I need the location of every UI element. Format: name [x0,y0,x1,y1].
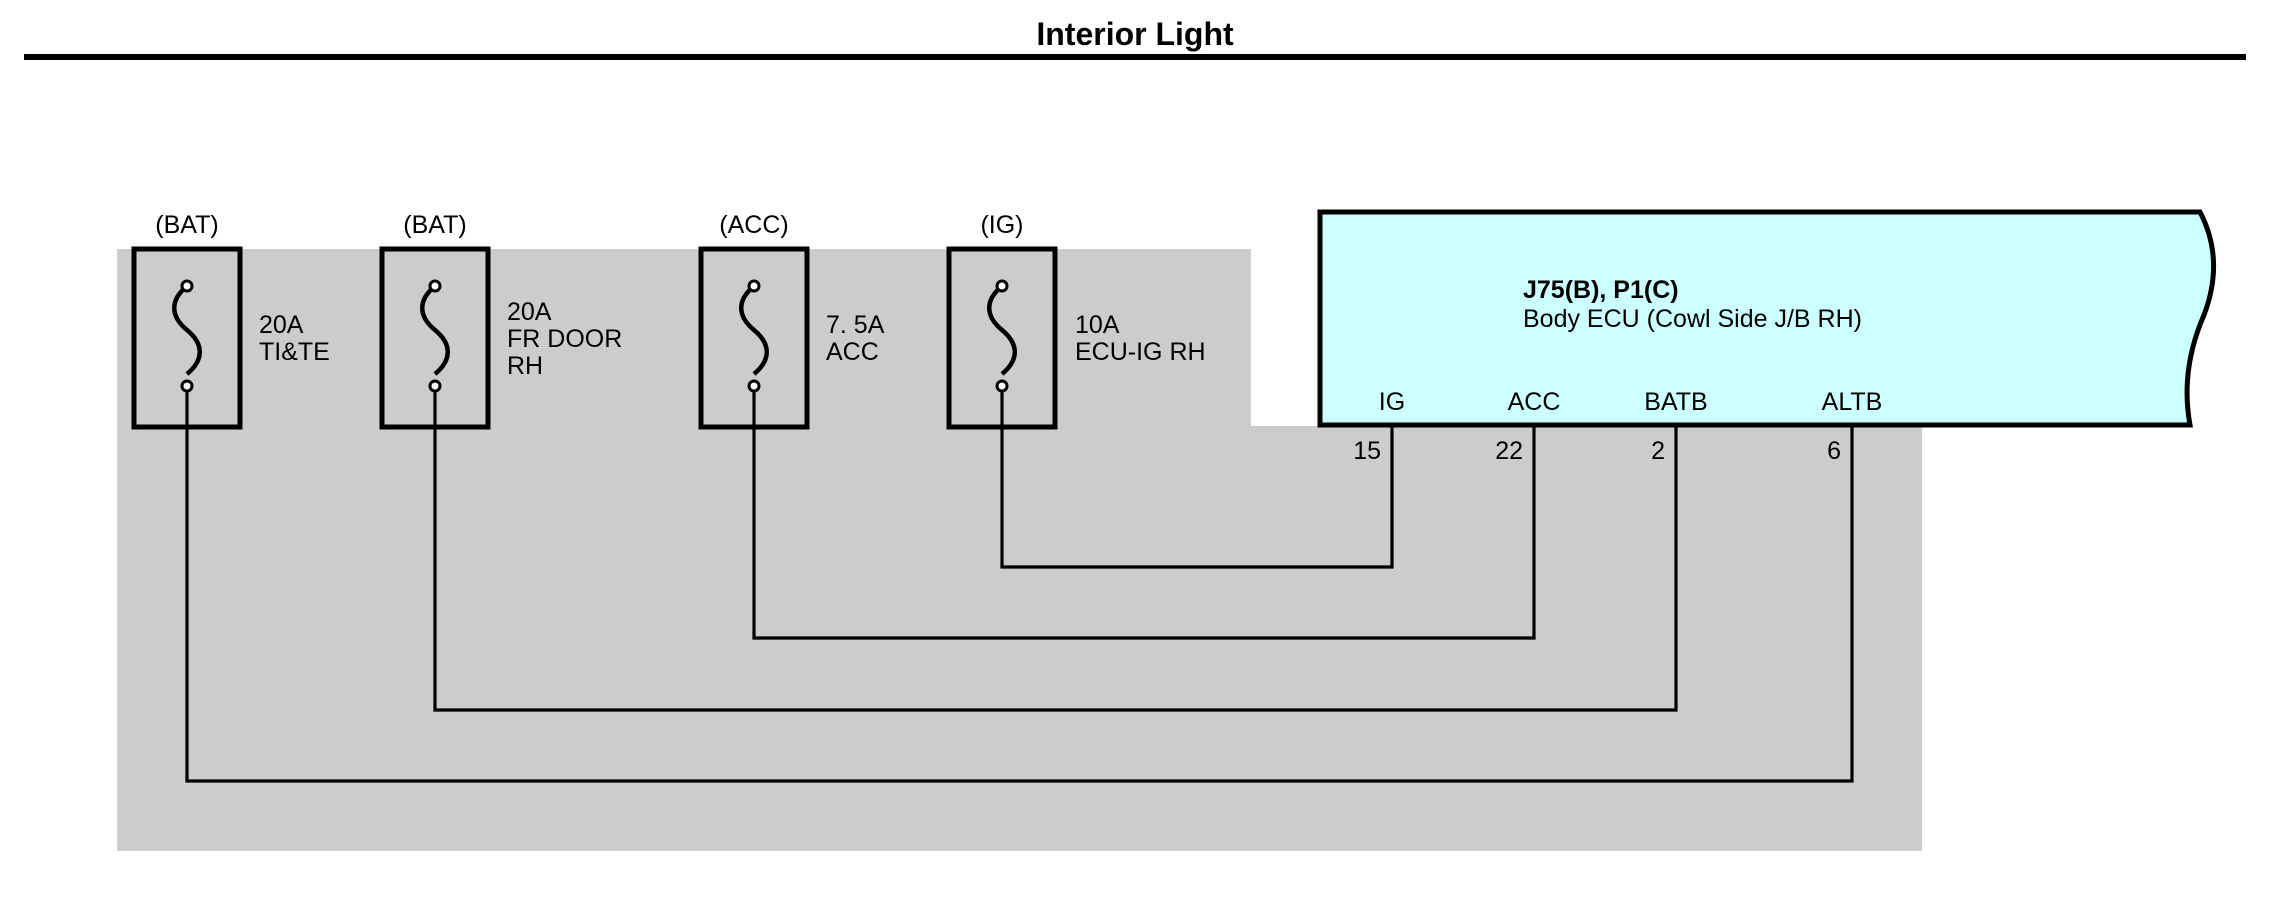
wire-ecu-ig-rh-to-ig [1000,386,1394,569]
fuse-box [379,246,491,430]
fuse-acc: (ACC) 7. 5A ACC [698,211,885,430]
ecu-body [1317,209,2217,428]
fuse-name-line: ACC [826,338,879,366]
ecu-connector-label: J75(B), P1(C) [1523,276,1679,304]
fuse-symbol-icon [172,284,202,376]
fuse-terminal-icon [747,379,761,393]
fuse-ti-te: (BAT) 20A TI&TE [131,211,330,430]
fuse-ecu-ig-rh: (IG) 10A ECU-IG RH [946,211,1206,430]
fuse-source-label: (BAT) [403,211,466,239]
fuse-terminal-icon [428,279,442,293]
fuse-terminal-icon [995,379,1009,393]
junction-block-shade [117,249,1922,851]
fuse-source-label: (BAT) [155,211,218,239]
fuse-name-line: TI&TE [259,338,330,366]
fuse-source-label: (ACC) [719,211,788,239]
wire-fr-door-rh-to-batb [433,386,1678,712]
fuse-box [698,246,810,430]
terminal-label-acc: ACC [1508,388,1561,416]
wire-acc-to-acc [752,386,1536,640]
fuse-symbol-icon [987,284,1017,376]
fuse-rating: 20A [507,298,552,326]
diagram-title: Interior Light [1036,16,1234,52]
fuse-name-line: RH [507,352,543,380]
pin-number-acc: 22 [1495,437,1523,465]
fuse-symbol-icon [739,284,769,376]
fuse-terminal-icon [180,379,194,393]
fuse-terminal-icon [747,279,761,293]
terminal-label-altb: ALTB [1822,388,1883,416]
fuse-box [946,246,1058,430]
fuse-box [131,246,243,430]
pin-number-ig: 15 [1353,437,1381,465]
fuse-rating: 7. 5A [826,311,885,339]
fuse-fr-door-rh: (BAT) 20A FR DOOR RH [379,211,622,430]
pin-number-batb: 2 [1651,437,1665,465]
fuse-source-label: (IG) [980,211,1023,239]
terminal-label-ig: IG [1379,388,1405,416]
fuse-terminal-icon [995,279,1009,293]
fuse-name-line: FR DOOR [507,325,622,353]
fuse-terminal-icon [428,379,442,393]
fuse-symbol-icon [420,284,450,376]
pin-number-altb: 6 [1827,437,1841,465]
fuse-rating: 20A [259,311,304,339]
wire-ti-te-to-altb [185,386,1854,783]
terminal-label-batb: BATB [1644,388,1707,416]
fuse-terminal-icon [180,279,194,293]
fuse-name-line: ECU-IG RH [1075,338,1206,366]
fuse-rating: 10A [1075,311,1120,339]
ecu-name-label: Body ECU (Cowl Side J/B RH) [1523,305,1862,333]
